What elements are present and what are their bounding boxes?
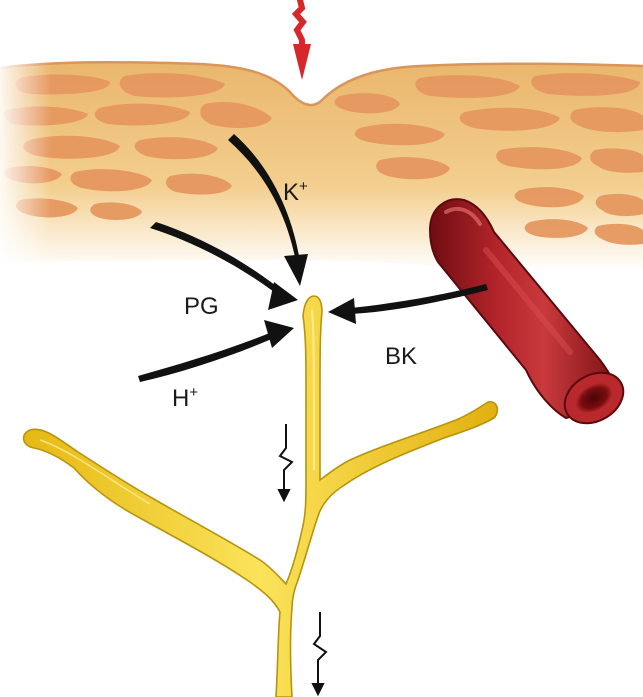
label-bk: BK — [385, 343, 417, 370]
bk-arrow-head — [328, 298, 356, 324]
zigzag-down-arrow-icon — [313, 612, 326, 694]
h-arrow — [138, 332, 274, 382]
label-pg: PG — [184, 293, 219, 320]
label-h-plus: H+ — [172, 384, 198, 412]
nerve-fiber — [24, 296, 498, 697]
zigzag-down-arrow-icon — [279, 424, 292, 500]
h-arrow-head — [264, 320, 294, 348]
skin-fade — [0, 60, 643, 280]
